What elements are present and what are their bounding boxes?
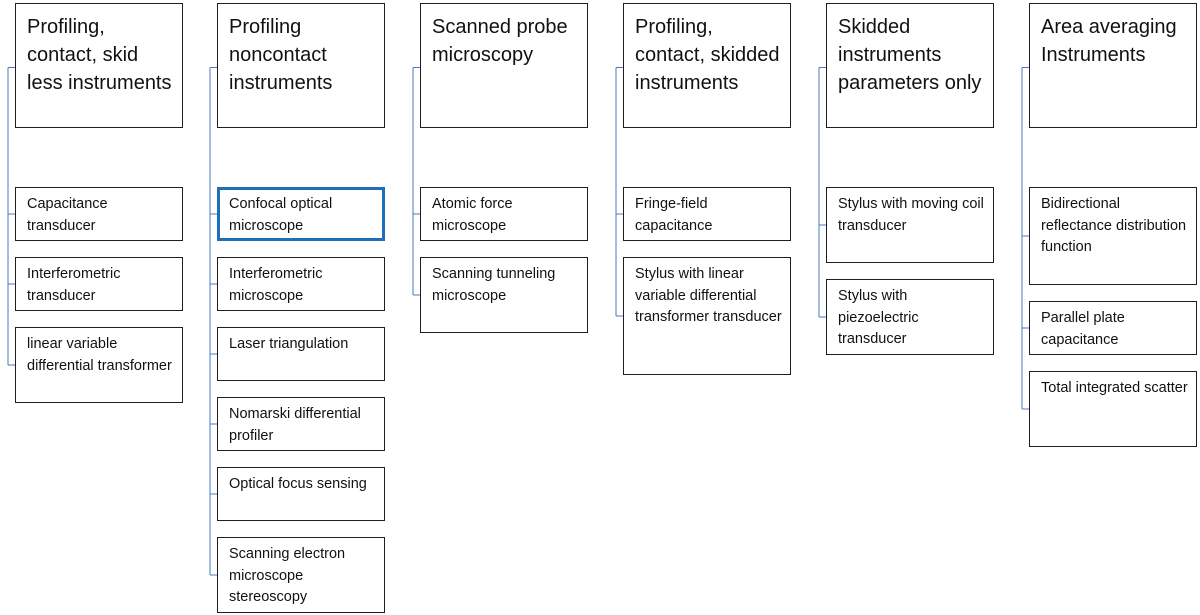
instrument-label: Interferometric microscope [229, 266, 323, 304]
instrument-label: Total integrated scatter [1041, 380, 1188, 396]
category-title: Profiling noncontact instruments [229, 16, 333, 94]
instrument-box-optical-focus-sensing[interactable]: Optical focus sensing [217, 467, 385, 521]
category-box-skidded-instruments-parameters-only: Skidded instruments parameters only [826, 3, 994, 128]
category-title: Scanned probe microscopy [432, 16, 568, 66]
instrument-box-interferometric-transducer[interactable]: Interferometric transducer [15, 257, 183, 311]
instrument-box-scanning-tunneling-microscope[interactable]: Scanning tunneling microscope [420, 257, 588, 333]
category-title: Area averaging Instruments [1041, 16, 1177, 66]
category-title: Skidded instruments parameters only [838, 16, 982, 94]
category-box-area-averaging-instruments: Area averaging Instruments [1029, 3, 1197, 128]
instrument-box-confocal-optical-microscope[interactable]: Confocal optical microscope [217, 187, 385, 241]
instrument-label: Fringe-field capacitance [635, 196, 713, 234]
instrument-label: Atomic force microscope [432, 196, 513, 234]
instrument-box-stylus-with-moving-coil-transducer[interactable]: Stylus with moving coil transducer [826, 187, 994, 263]
category-box-profiling-contact-skid-less-instruments: Profiling, contact, skid less instrument… [15, 3, 183, 128]
instrument-box-laser-triangulation[interactable]: Laser triangulation [217, 327, 385, 381]
instrument-box-parallel-plate-capacitance[interactable]: Parallel plate capacitance [1029, 301, 1197, 355]
instrument-label: Capacitance transducer [27, 196, 108, 234]
instrument-box-total-integrated-scatter[interactable]: Total integrated scatter [1029, 371, 1197, 447]
instrument-label: Confocal optical microscope [229, 196, 333, 234]
instrument-label: Stylus with piezoelectric transducer [838, 288, 919, 347]
instrument-box-atomic-force-microscope[interactable]: Atomic force microscope [420, 187, 588, 241]
instrument-box-bidirectional-reflectance-distribution-function[interactable]: Bidirectional reflectance distribution f… [1029, 187, 1197, 285]
instrument-label: Scanning tunneling microscope [432, 266, 556, 304]
instrument-box-interferometric-microscope[interactable]: Interferometric microscope [217, 257, 385, 311]
instrument-box-capacitance-transducer[interactable]: Capacitance transducer [15, 187, 183, 241]
instrument-box-stylus-with-linear-variable-differential-transformer-transducer[interactable]: Stylus with linear variable differential… [623, 257, 791, 375]
instrument-box-nomarski-differential-profiler[interactable]: Nomarski differential profiler [217, 397, 385, 451]
instrument-box-stylus-with-piezoelectric-transducer[interactable]: Stylus with piezoelectric transducer [826, 279, 994, 355]
instrument-box-fringe-field-capacitance[interactable]: Fringe-field capacitance [623, 187, 791, 241]
instrument-label: Stylus with moving coil transducer [838, 196, 984, 234]
instrument-label: Interferometric transducer [27, 266, 121, 304]
instrument-label: linear variable differential transformer [27, 336, 172, 374]
category-box-scanned-probe-microscopy: Scanned probe microscopy [420, 3, 588, 128]
instrument-label: Parallel plate capacitance [1041, 310, 1125, 348]
instrument-label: Stylus with linear variable differential… [635, 266, 782, 325]
instrument-label: Laser triangulation [229, 336, 349, 352]
instrument-box-linear-variable-differential-transformer[interactable]: linear variable differential transformer [15, 327, 183, 403]
instrument-label: Scanning electron microscope stereoscopy [229, 546, 346, 605]
category-box-profiling-noncontact-instruments: Profiling noncontact instruments [217, 3, 385, 128]
category-title: Profiling, contact, skid less instrument… [27, 16, 172, 94]
instrument-box-scanning-electron-microscope-stereoscopy[interactable]: Scanning electron microscope stereoscopy [217, 537, 385, 613]
category-box-profiling-contact-skidded-instruments: Profiling, contact, skidded instruments [623, 3, 791, 128]
category-title: Profiling, contact, skidded instruments [635, 16, 780, 94]
instrument-label: Nomarski differential profiler [229, 406, 361, 444]
instrument-label: Optical focus sensing [229, 476, 367, 492]
instrument-label: Bidirectional reflectance distribution f… [1041, 196, 1187, 255]
